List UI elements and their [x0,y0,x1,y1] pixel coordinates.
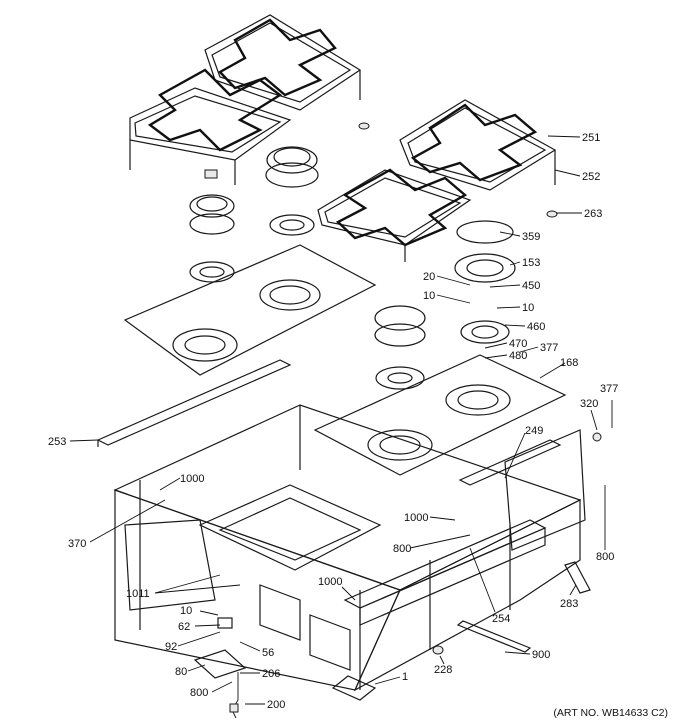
spark-module-62 [217,617,233,629]
range-chassis [113,404,582,692]
bracket-1 [331,675,377,701]
art-number: (ART NO. WB14633 C2) [553,707,668,719]
label-62: 62 [178,621,190,633]
label-1: 1 [402,671,408,683]
label-10-c: 10 [180,605,192,617]
label-460: 460 [527,321,545,333]
label-56: 56 [262,647,274,659]
label-370: 370 [68,538,86,550]
grate-right [317,99,558,262]
label-800-b: 800 [596,551,614,563]
side-strip-249 [458,429,586,551]
burner-left-rear [265,146,319,236]
screw-320 [592,432,602,442]
label-359: 359 [522,231,540,243]
label-480: 480 [509,350,527,362]
label-254: 254 [492,613,510,625]
cooktop-panel-right [313,354,567,476]
callout-labels: 251 252 263 359 153 20 450 10 10 460 470… [48,132,618,711]
label-900: 900 [532,649,550,661]
label-252: 252 [582,171,600,183]
leg-283 [564,561,591,594]
knob-228 [432,645,444,655]
label-80: 80 [175,666,187,678]
label-283: 283 [560,598,578,610]
label-377-a: 377 [540,342,558,354]
label-320: 320 [580,398,598,410]
label-92: 92 [165,641,177,653]
burner-right-front [374,305,426,390]
label-1000-a: 1000 [180,473,204,485]
leader-lines [69,135,613,705]
label-800-c: 800 [190,687,208,699]
rear-strip-253 [96,359,292,447]
burner-left-front [189,194,235,283]
label-10-a: 10 [423,290,435,302]
label-450: 450 [522,280,540,292]
label-253: 253 [48,436,66,448]
grate-left [129,14,370,185]
burner-right-rear [454,220,516,344]
harness-200 [229,672,239,719]
bracket-900 [456,620,532,653]
label-1000-c: 1000 [318,576,342,588]
label-251: 251 [582,132,600,144]
label-1011: 1011 [126,588,150,600]
label-377-b: 377 [600,383,618,395]
front-rail-254 [343,519,547,626]
label-200: 200 [267,699,285,711]
cooktop-panel-left [123,244,377,376]
label-470: 470 [509,338,527,350]
label-249: 249 [525,425,543,437]
label-206: 206 [262,668,280,680]
label-153: 153 [522,257,540,269]
label-168: 168 [560,357,578,369]
label-20: 20 [423,271,435,283]
label-800-a: 800 [393,543,411,555]
ignition-module-80 [193,649,247,679]
label-1000-b: 1000 [404,512,428,524]
label-228: 228 [434,664,452,676]
label-10-b: 10 [522,302,534,314]
label-263: 263 [584,208,602,220]
